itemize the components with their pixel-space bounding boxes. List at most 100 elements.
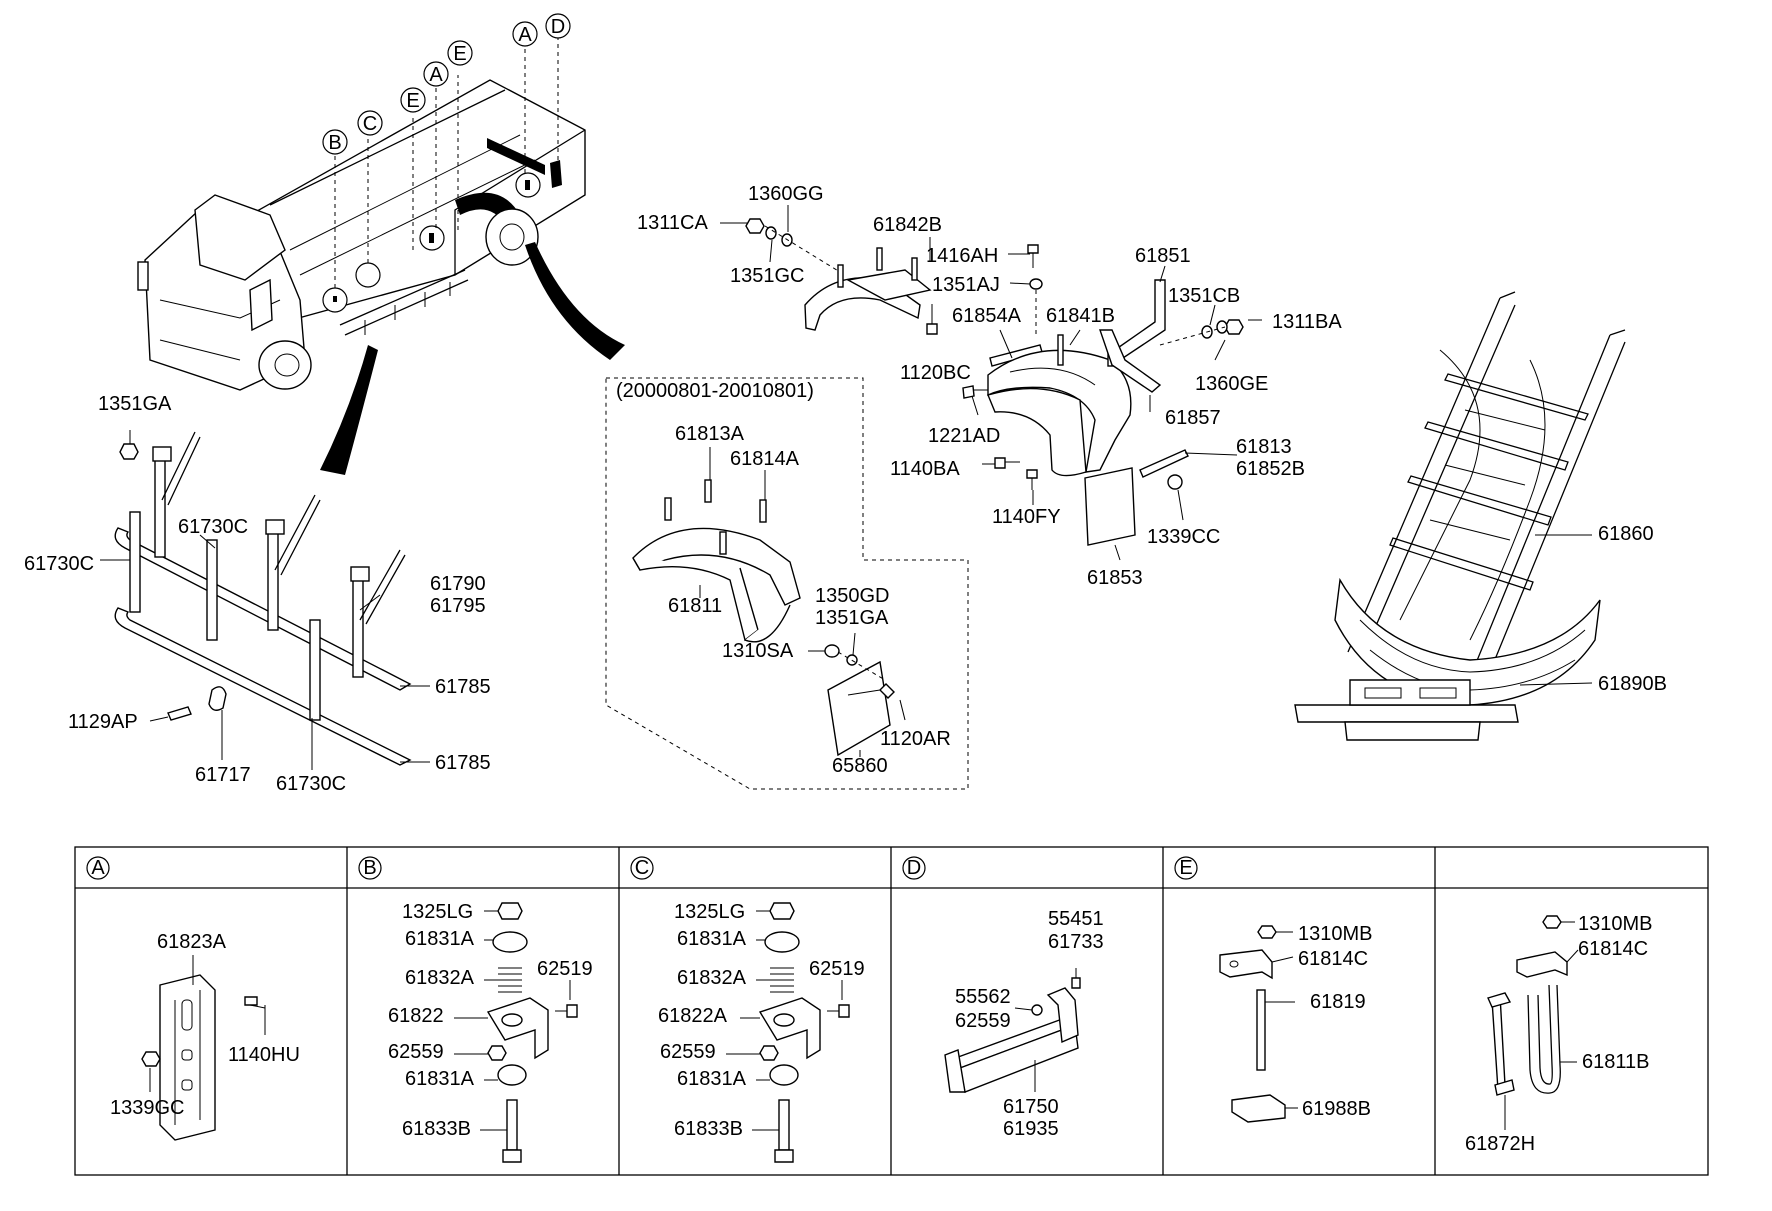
- label-1140BA: 1140BA: [890, 458, 960, 480]
- label-b-61822: 61822: [388, 1005, 444, 1027]
- label-61852B: 61852B: [1236, 458, 1305, 480]
- label-55451: 55451: [1048, 908, 1104, 930]
- label-61853: 61853: [1087, 567, 1143, 589]
- cell-d-drawing: [944, 968, 1081, 1093]
- side-rail-assembly: [100, 430, 430, 770]
- balloon-a2: A: [518, 24, 532, 46]
- label-61813A: 61813A: [675, 423, 745, 445]
- label-61717: 61717: [195, 764, 251, 786]
- table-header-d: D: [907, 857, 921, 879]
- date-range-box: [605, 377, 969, 790]
- label-1310SA: 1310SA: [722, 640, 794, 662]
- label-61890B: 61890B: [1598, 673, 1667, 695]
- table-header-b: B: [363, 857, 376, 879]
- rear-fender-exploded: [720, 205, 1262, 561]
- label-c-62519: 62519: [809, 958, 865, 980]
- label-61854A: 61854A: [952, 305, 1022, 327]
- label-c-61833B: 61833B: [674, 1118, 743, 1140]
- label-1351CB: 1351CB: [1168, 285, 1240, 307]
- balloon-b: B: [328, 132, 341, 154]
- label-61935: 61935: [1003, 1118, 1059, 1140]
- label-61819: 61819: [1310, 991, 1366, 1013]
- label-1120BC: 1120BC: [900, 362, 971, 384]
- label-b-61831A-2: 61831A: [405, 1068, 475, 1090]
- label-b-61832A: 61832A: [405, 967, 475, 989]
- label-61811B: 61811B: [1582, 1051, 1649, 1073]
- label-1351AJ: 1351AJ: [932, 274, 1000, 296]
- label-c-61831A-2: 61831A: [677, 1068, 747, 1090]
- label-e-1310MB: 1310MB: [1298, 923, 1373, 945]
- table-header-a: A: [91, 857, 105, 879]
- balloon-c: C: [363, 113, 377, 135]
- label-1360GE: 1360GE: [1195, 373, 1268, 395]
- cell-f-drawing: [1487, 915, 1579, 1130]
- label-1311BA: 1311BA: [1272, 311, 1342, 333]
- table-header-e: E: [1179, 857, 1192, 879]
- label-61811: 61811: [668, 595, 722, 617]
- label-1129AP: 1129AP: [68, 711, 138, 733]
- label-1140FY: 1140FY: [992, 506, 1061, 528]
- label-1339CC: 1339CC: [1147, 526, 1220, 548]
- label-c-1325LG: 1325LG: [674, 901, 745, 923]
- label-65860: 65860: [832, 755, 888, 777]
- label-1120AR: 1120AR: [880, 728, 951, 750]
- label-f-61814C: 61814C: [1578, 938, 1648, 960]
- label-e-61814C: 61814C: [1298, 948, 1368, 970]
- cell-c-drawing: [726, 902, 850, 1163]
- label-c-61832A: 61832A: [677, 967, 747, 989]
- label-1360GG: 1360GG: [748, 183, 824, 205]
- label-b-62519: 62519: [537, 958, 593, 980]
- label-f-1310MB: 1310MB: [1578, 913, 1653, 935]
- cell-e-drawing: [1219, 925, 1298, 1123]
- balloon-e1: E: [406, 90, 419, 112]
- balloon-e2: E: [453, 43, 466, 65]
- label-1221AD: 1221AD: [928, 425, 1000, 447]
- cell-a-drawing: [141, 955, 266, 1141]
- label-61813: 61813: [1236, 436, 1292, 458]
- label-61860: 61860: [1598, 523, 1654, 545]
- label-1351GA-b: 1351GA: [815, 607, 889, 629]
- label-1339GC: 1339GC: [110, 1097, 185, 1119]
- label-date-range: (20000801-20010801): [616, 380, 814, 402]
- label-61857: 61857: [1165, 407, 1221, 429]
- label-1351GC: 1351GC: [730, 265, 805, 287]
- label-61842B: 61842B: [873, 214, 942, 236]
- label-61988B: 61988B: [1302, 1098, 1371, 1120]
- detail-table: [74, 846, 1709, 1176]
- label-d-62559: 62559: [955, 1010, 1011, 1032]
- balloon-a1: A: [429, 64, 443, 86]
- label-b-1325LG: 1325LG: [402, 901, 473, 923]
- label-61790: 61790: [430, 573, 486, 595]
- label-61872H: 61872H: [1465, 1133, 1535, 1155]
- label-61730C-left: 61730C: [24, 553, 94, 575]
- label-55562: 55562: [955, 986, 1011, 1008]
- label-1140HU: 1140HU: [228, 1044, 300, 1066]
- label-61785-bottom: 61785: [435, 752, 491, 774]
- label-b-61831A-1: 61831A: [405, 928, 475, 950]
- label-1311CA: 1311CA: [637, 212, 708, 234]
- label-61851: 61851: [1135, 245, 1191, 267]
- chassis-frame: [1294, 291, 1626, 741]
- table-header-c: C: [635, 857, 649, 879]
- label-61785-top: 61785: [435, 676, 491, 698]
- label-61730C-bottom: 61730C: [276, 773, 346, 795]
- label-b-62559: 62559: [388, 1041, 444, 1063]
- label-b-61833B: 61833B: [402, 1118, 471, 1140]
- label-61841B: 61841B: [1046, 305, 1115, 327]
- label-c-61831A-1: 61831A: [677, 928, 747, 950]
- label-c-62559: 62559: [660, 1041, 716, 1063]
- label-61750: 61750: [1003, 1096, 1059, 1118]
- cell-b-drawing: [454, 902, 578, 1163]
- label-61814A: 61814A: [730, 448, 800, 470]
- truck-illustration: B C E A E A D: [137, 13, 625, 475]
- balloon-d: D: [551, 16, 565, 38]
- label-61730C-top: 61730C: [178, 516, 248, 538]
- label-61795: 61795: [430, 595, 486, 617]
- label-1350GD: 1350GD: [815, 585, 890, 607]
- label-1416AH: 1416AH: [926, 245, 998, 267]
- label-c-61822A: 61822A: [658, 1005, 728, 1027]
- label-61733: 61733: [1048, 931, 1104, 953]
- label-1351GA: 1351GA: [98, 393, 172, 415]
- label-61823A: 61823A: [157, 931, 227, 953]
